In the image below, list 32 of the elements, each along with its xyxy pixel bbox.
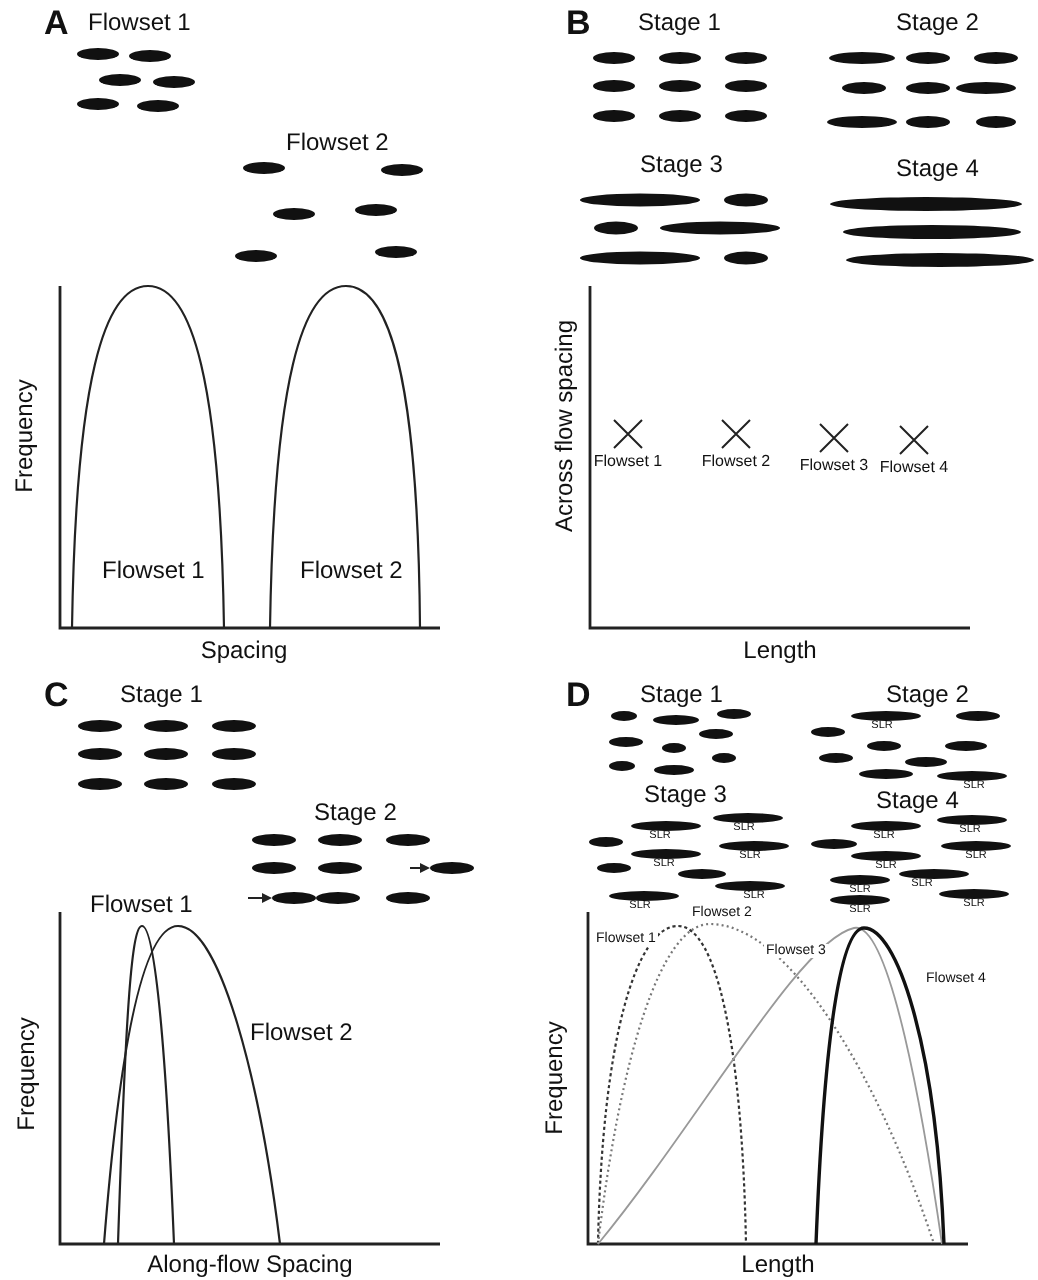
- axis-title: Frequency: [14, 1017, 38, 1131]
- curve-label: Flowset 1: [88, 892, 195, 916]
- curve-label: Flowset 2: [248, 1020, 355, 1044]
- group-label: Stage 3: [644, 782, 727, 806]
- group-label: Flowset 2: [286, 130, 389, 154]
- point-label: Flowset 3: [799, 458, 869, 474]
- group-label: Stage 1: [640, 682, 723, 706]
- axis-title: Along-flow Spacing: [147, 1252, 353, 1276]
- group-label: Stage 2: [896, 10, 979, 34]
- group-label: Stage 2: [314, 800, 397, 824]
- axis-title: Spacing: [200, 638, 288, 662]
- panel-letter: C: [44, 678, 69, 712]
- point-label: Flowset 4: [879, 460, 949, 476]
- panel-letter: A: [44, 6, 69, 40]
- point-label: Flowset 1: [593, 454, 663, 470]
- curve-label: Flowset 1: [100, 558, 207, 582]
- curve-label: Flowset 2: [298, 558, 405, 582]
- group-label: Stage 4: [896, 156, 979, 180]
- axis-title: Frequency: [12, 379, 36, 493]
- group-label: Stage 3: [640, 152, 723, 176]
- group-label: Stage 2: [886, 682, 969, 706]
- group-label: Stage 1: [638, 10, 721, 34]
- point-label: Flowset 2: [701, 454, 771, 470]
- group-label: Stage 1: [120, 682, 203, 706]
- axis-title: Across flow spacing: [552, 319, 576, 533]
- group-label: Flowset 1: [88, 10, 191, 34]
- group-label: Stage 4: [876, 788, 959, 812]
- axis-title: Length: [743, 638, 817, 662]
- axis-title: Length: [741, 1252, 815, 1276]
- panel-letter: D: [566, 678, 591, 712]
- panel-letter: B: [566, 6, 591, 40]
- axis-title: Frequency: [542, 1021, 566, 1135]
